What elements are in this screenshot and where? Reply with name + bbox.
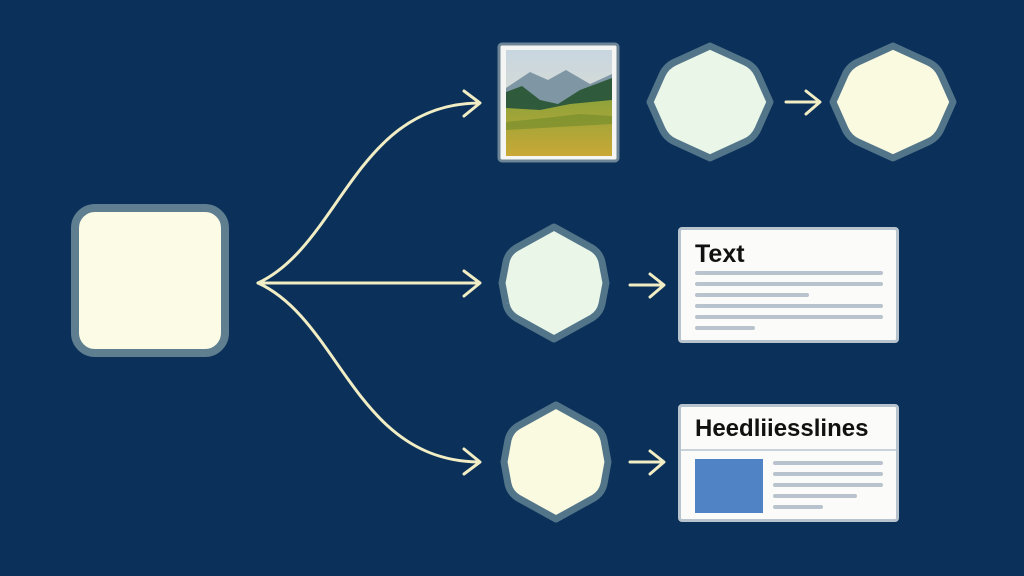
text-card-title: Text — [695, 240, 745, 268]
text-line — [773, 505, 823, 509]
stage-node-bottom — [500, 401, 612, 523]
headline-card: Heedliiesslines — [678, 404, 899, 522]
text-line — [773, 461, 883, 465]
headline-divider — [681, 449, 896, 451]
text-line — [773, 483, 883, 487]
connector-bottom-arrowhead — [462, 447, 482, 476]
connector-bottom — [256, 281, 480, 464]
arrow-bottom-row — [628, 449, 666, 476]
text-line — [773, 472, 883, 476]
arrow-top-row — [784, 89, 822, 116]
landscape-photo-icon — [497, 42, 620, 163]
image-placeholder-icon — [695, 459, 763, 513]
text-line — [773, 494, 857, 498]
stage-node-top-1 — [646, 42, 774, 162]
text-card: Text — [678, 227, 899, 343]
text-line — [695, 326, 755, 330]
text-line — [695, 282, 883, 286]
connector-top-arrowhead — [462, 89, 482, 118]
source-node — [71, 204, 229, 357]
connector-middle-arrowhead — [462, 269, 482, 298]
stage-node-top-2 — [829, 42, 957, 162]
text-line — [695, 304, 883, 308]
text-line — [695, 271, 883, 275]
headline-card-title: Heedliiesslines — [695, 415, 869, 442]
connector-top — [256, 101, 480, 285]
arrow-middle-row — [628, 272, 666, 299]
stage-node-middle — [498, 223, 610, 343]
text-line — [695, 293, 809, 297]
branch-connectors — [256, 89, 482, 476]
text-line — [695, 315, 883, 319]
